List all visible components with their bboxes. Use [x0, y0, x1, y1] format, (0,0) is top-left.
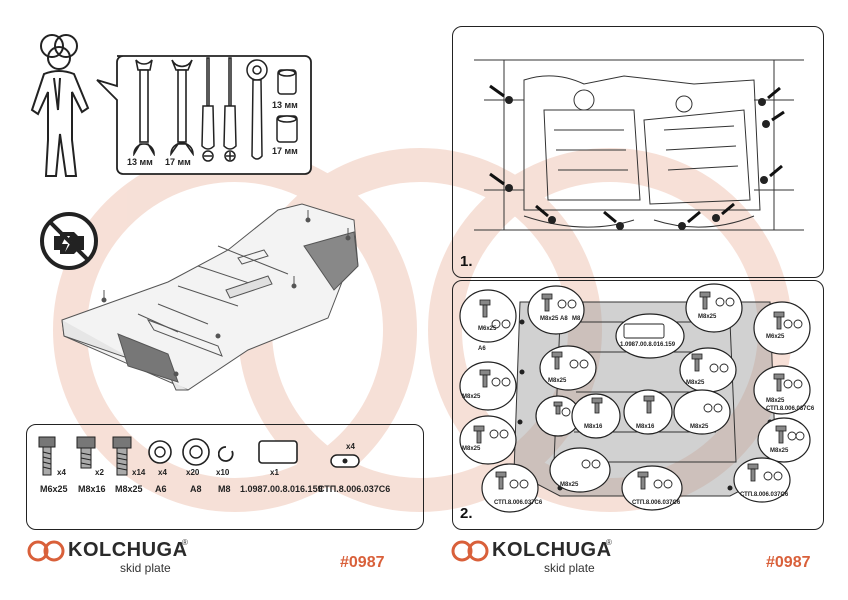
bubble-m8x25-label: M8x25	[560, 482, 579, 488]
hardware-qty: x4	[158, 468, 167, 477]
wrench-13-icon	[133, 59, 155, 156]
brand-name: KOLCHUGA	[492, 539, 612, 561]
bubble-m8x25-label: M8x25	[770, 448, 789, 454]
brand-tagline: skid plate	[120, 561, 171, 575]
bubble-m6x25-label: M6x25	[766, 334, 785, 340]
bubble-part-clip-label: СТП.8.006.037С6	[494, 500, 543, 506]
brand-registered-mark: ®	[606, 538, 612, 547]
hardware-qty: x1	[270, 468, 279, 477]
spring-washer-m8-icon	[218, 446, 234, 462]
kolchuga-logo-icon	[451, 540, 489, 562]
mounting-plate-icon	[258, 440, 298, 464]
hardware-name: M8x25	[115, 484, 143, 494]
bubble-m8x16-label: M8x16	[636, 424, 655, 430]
screwdriver-flat-icon	[201, 57, 215, 162]
socket-17-icon	[276, 115, 298, 143]
hardware-qty: x4	[57, 468, 66, 477]
socket-13-icon	[277, 69, 297, 95]
screwdriver-phillips-icon	[223, 57, 237, 162]
bubble-m8x25-label: M8x25	[462, 446, 481, 452]
step-1-number: 1.	[460, 253, 473, 270]
bolt-m8x25-icon	[112, 436, 132, 476]
brand-registered-mark: ®	[182, 538, 188, 547]
bolt-m6x25-icon	[38, 436, 56, 476]
ratchet-icon	[246, 59, 268, 160]
bubble-a6-label: A6	[478, 346, 486, 352]
product-code: #0987	[766, 554, 811, 571]
washer-a6-icon	[148, 440, 172, 464]
socket-13-label: 13 мм	[272, 100, 298, 110]
hardware-name: A8	[190, 484, 202, 494]
hardware-qty: x4	[346, 442, 355, 451]
bubble-m8-label: M8	[572, 316, 581, 322]
hardware-qty: x10	[216, 468, 230, 477]
bubble-m8x25-label: M8x25	[548, 378, 567, 384]
hardware-qty: x20	[186, 468, 200, 477]
skid-plate-drawing	[61, 203, 359, 391]
step-2-callouts	[459, 283, 811, 513]
step-2-number: 2.	[460, 505, 473, 522]
brand-name: KOLCHUGA	[68, 539, 188, 561]
bubble-m8x25-label: M8x25	[690, 424, 709, 430]
hardware-name: M6x25	[40, 484, 68, 494]
hardware-kit-panel	[26, 424, 424, 530]
wrench-13-label: 13 мм	[127, 157, 153, 167]
wrench-17-label: 17 мм	[165, 157, 191, 167]
hardware-name: СТП.8.006.037С6	[318, 484, 391, 494]
bubble-part-clip-label: СТП.8.006.037С6	[766, 406, 815, 412]
bubble-part-clip-label: СТП.8.006.037С6	[740, 492, 789, 498]
step-2-panel	[452, 280, 824, 530]
bubble-m6x25-label: M6x25	[478, 326, 497, 332]
bubble-part-plate-label: 1.0987.00.8.016.159	[620, 342, 676, 348]
socket-17-label: 17 мм	[272, 146, 298, 156]
bubble-m8x25-label: M8x25	[766, 398, 785, 404]
bubble-m8x16-label: M8x16	[584, 424, 603, 430]
engine-off-warning-icon	[40, 212, 98, 270]
washer-a8-icon	[182, 438, 210, 466]
bubble-m8x25-label: M8x25	[686, 380, 705, 386]
brand-tagline: skid plate	[544, 561, 595, 575]
hardware-name: M8x16	[78, 484, 106, 494]
kolchuga-logo-icon	[27, 540, 65, 562]
hardware-name: M8	[218, 484, 231, 494]
bubble-m8x25-label: M8x25	[698, 314, 717, 320]
wrench-17-icon	[170, 59, 194, 156]
step-1-panel	[452, 26, 824, 278]
bubble-m8x25-label: M8x25	[540, 316, 559, 322]
hardware-qty: x2	[95, 468, 104, 477]
bubble-part-clip-label: СТП.8.006.037С6	[632, 500, 681, 506]
hardware-name: 1.0987.00.8.016.159	[240, 484, 323, 494]
product-code: #0987	[340, 554, 385, 571]
mechanic-figure-icon	[30, 34, 90, 177]
step-1-underbody-drawing	[474, 59, 804, 231]
clip-icon	[330, 454, 360, 468]
bubble-a8-label: A8	[560, 316, 568, 322]
hardware-qty: x14	[132, 468, 146, 477]
hardware-name: A6	[155, 484, 167, 494]
bubble-m8x25-label: M8x25	[462, 394, 481, 400]
bolt-m8x16-icon	[76, 436, 96, 469]
